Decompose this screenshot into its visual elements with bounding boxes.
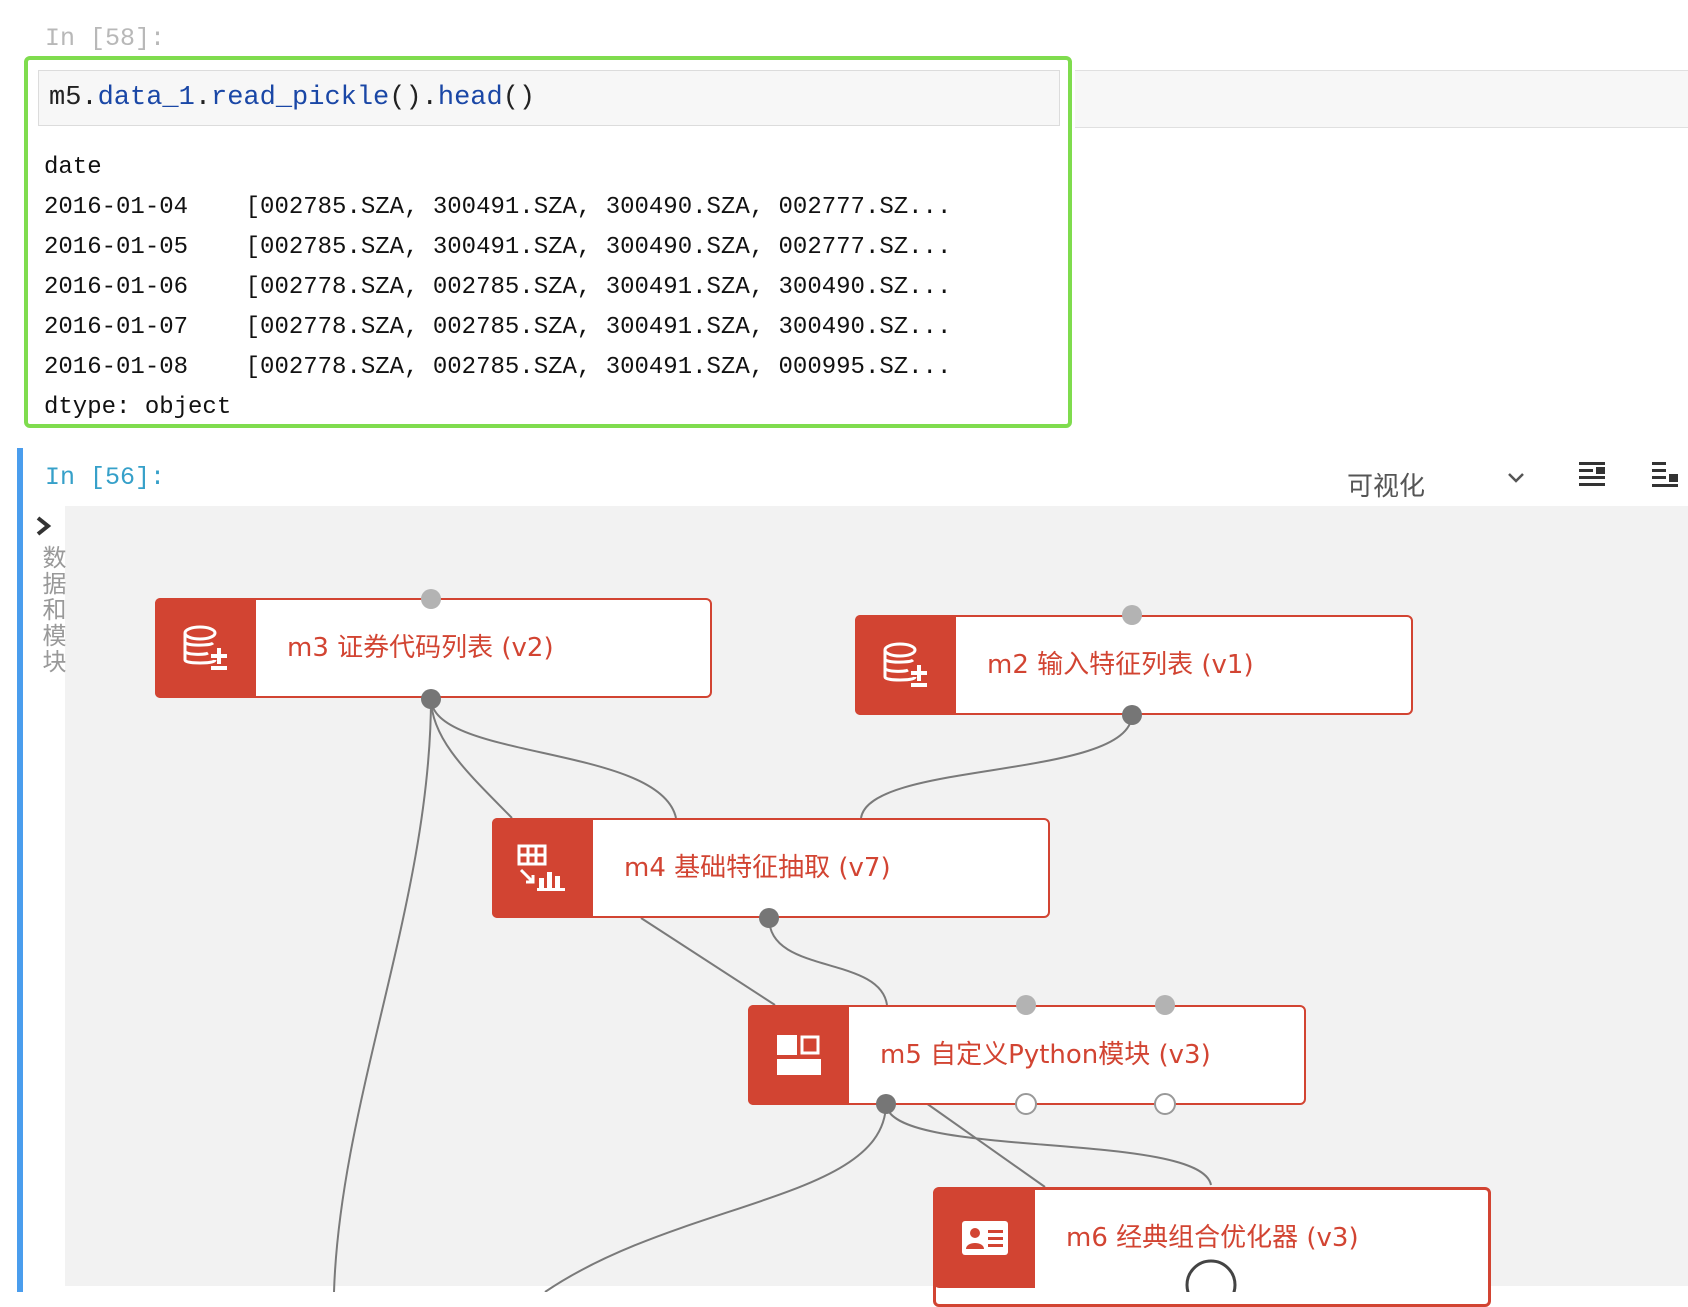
node-label: m3 证券代码列表 (v2) [287, 633, 554, 663]
database-add-icon [155, 598, 256, 698]
output-port [1015, 1093, 1037, 1115]
output-row: 2016-01-06 [002778.SZA, 002785.SZA, 3004… [44, 268, 951, 308]
database-add-icon [855, 615, 956, 715]
chevron-down-icon [1505, 466, 1527, 494]
code-attribute: data_1 [97, 83, 195, 113]
output-port [421, 689, 441, 709]
output-value: [002778.SZA, 002785.SZA, 300491.SZA, 300… [245, 274, 952, 301]
node-label: m2 输入特征列表 (v1) [987, 650, 1254, 680]
code-input-area[interactable]: m5.data_1.read_pickle().head() [38, 70, 1060, 126]
node-label: m5 自定义Python模块 (v3) [880, 1040, 1211, 1070]
node-label: m4 基础特征抽取 (v7) [624, 853, 891, 883]
output-header: date [44, 154, 102, 181]
output-date: 2016-01-04 [44, 194, 189, 221]
code-dot: . [194, 83, 212, 113]
node-status-badge [1185, 1259, 1237, 1292]
output-row: 2016-01-05 [002785.SZA, 300491.SZA, 3004… [44, 228, 951, 268]
cell-56-prompt: In [56]: [45, 463, 166, 492]
expand-panel-icon[interactable] [35, 515, 53, 543]
align-top-icon[interactable] [1577, 460, 1609, 492]
input-port [1016, 995, 1036, 1015]
view-mode-value: 可视化 [1347, 472, 1426, 502]
output-value: [002785.SZA, 300491.SZA, 300490.SZA, 002… [245, 194, 952, 221]
feature-extract-icon [492, 818, 593, 918]
output-date: 2016-01-08 [44, 354, 189, 381]
output-footer: dtype: object [44, 394, 232, 421]
cell-58-prompt: In [58]: [45, 24, 166, 53]
output-value: [002785.SZA, 300491.SZA, 300490.SZA, 002… [245, 234, 952, 261]
cell-focus-bar [17, 448, 23, 1292]
input-port [421, 589, 441, 609]
workflow-node-m2[interactable]: m2 输入特征列表 (v1) [855, 615, 1413, 715]
code-method: read_pickle [211, 83, 390, 113]
workflow-node-m4[interactable]: m4 基础特征抽取 (v7) [492, 818, 1050, 918]
code-parens: () [389, 83, 422, 113]
output-row: 2016-01-08 [002778.SZA, 002785.SZA, 3004… [44, 348, 951, 388]
code-dot: . [81, 83, 98, 113]
code-parens: () [502, 83, 536, 113]
output-date: 2016-01-06 [44, 274, 189, 301]
align-bottom-icon[interactable] [1650, 460, 1682, 492]
view-mode-select[interactable]: 可视化 [1347, 466, 1527, 502]
side-panel-label[interactable]: 数据和模块 [38, 545, 66, 675]
selected-code-cell[interactable]: m5.data_1.read_pickle().head() date 2016… [24, 56, 1072, 428]
output-row: 2016-01-07 [002778.SZA, 002785.SZA, 3004… [44, 308, 951, 348]
contact-card-icon [934, 1188, 1035, 1288]
output-port [876, 1094, 896, 1114]
output-port [1154, 1093, 1176, 1115]
output-row: 2016-01-04 [002785.SZA, 300491.SZA, 3004… [44, 188, 951, 228]
output-port [1122, 705, 1142, 725]
code-object: m5 [49, 83, 82, 113]
output-date: 2016-01-05 [44, 234, 189, 261]
output-value: [002778.SZA, 002785.SZA, 300491.SZA, 000… [245, 354, 952, 381]
code-input-overflow [1075, 70, 1688, 128]
code-line: m5.data_1.read_pickle().head() [49, 83, 535, 113]
input-port [1122, 605, 1142, 625]
output-port [759, 908, 779, 928]
python-module-icon [748, 1005, 849, 1105]
cell-output: date 2016-01-04 [002785.SZA, 300491.SZA,… [44, 148, 951, 428]
workflow-node-m5[interactable]: m5 自定义Python模块 (v3) [748, 1005, 1306, 1105]
input-port [1155, 995, 1175, 1015]
code-method: head [437, 83, 503, 113]
node-label: m6 经典组合优化器 (v3) [1066, 1223, 1359, 1253]
output-date: 2016-01-07 [44, 314, 189, 341]
code-dot: . [421, 83, 438, 113]
workflow-node-m3[interactable]: m3 证券代码列表 (v2) [155, 598, 712, 698]
output-value: [002778.SZA, 002785.SZA, 300491.SZA, 300… [245, 314, 952, 341]
